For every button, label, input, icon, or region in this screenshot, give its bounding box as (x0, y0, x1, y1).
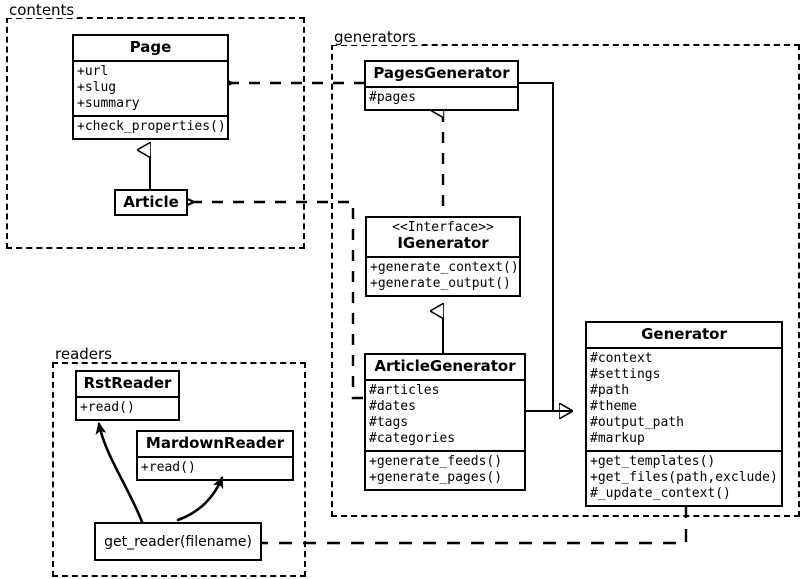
class-methods-mardown-reader: +read() (138, 456, 292, 479)
method-row: +get_templates() (590, 454, 716, 469)
class-attributes-generator: #context #settings #path #theme #output_… (587, 347, 781, 450)
class-name-rst-reader: RstReader (83, 374, 172, 392)
class-name-igenerator-text: IGenerator (397, 234, 489, 252)
method-row: +generate_context() (370, 260, 519, 275)
class-name-igenerator: <<Interface>> IGenerator (367, 218, 519, 256)
class-box-pages-generator[interactable]: PagesGenerator #pages (364, 60, 519, 111)
class-box-article-generator[interactable]: ArticleGenerator #articles #dates #tags … (364, 353, 526, 491)
attribute-row: #categories (369, 431, 456, 446)
class-box-page[interactable]: Page +url +slug +summary +check_properti… (72, 34, 229, 140)
package-readers (52, 362, 306, 577)
class-box-igenerator[interactable]: <<Interface>> IGenerator +generate_conte… (365, 216, 521, 297)
class-box-mardown-reader[interactable]: MardownReader +read() (136, 430, 294, 481)
attribute-row: #markup (590, 431, 645, 446)
attribute-row: +summary (77, 96, 140, 111)
method-row: #_update_context() (590, 486, 731, 501)
class-methods-page: +check_properties() (74, 115, 227, 138)
class-box-rst-reader[interactable]: RstReader +read() (75, 370, 180, 421)
attribute-row: #context (590, 351, 653, 366)
class-box-generator[interactable]: Generator #context #settings #path #them… (585, 321, 783, 507)
package-readers-label: readers (52, 346, 115, 362)
class-name-article: Article (123, 193, 179, 211)
attribute-row: #tags (369, 415, 409, 430)
class-box-get-reader[interactable]: get_reader(filename) (94, 522, 262, 561)
class-methods-generator: +get_templates() +get_files(path,exclude… (587, 450, 781, 505)
class-attributes-article-generator: #articles #dates #tags #categories (366, 379, 524, 450)
attribute-row: #articles (369, 383, 440, 398)
attribute-row: +url (77, 64, 109, 79)
method-row: +get_files(path,exclude) (590, 470, 778, 485)
class-box-article[interactable]: Article (114, 189, 188, 216)
class-methods-igenerator: +generate_context() +generate_output() (367, 256, 519, 295)
attribute-row: +slug (77, 80, 117, 95)
attribute-row: #path (590, 383, 630, 398)
package-contents (6, 17, 305, 249)
class-name-mardown-reader: MardownReader (145, 434, 285, 452)
attribute-row: #output_path (590, 415, 684, 430)
class-methods-article-generator: +generate_feeds() +generate_pages() (366, 450, 524, 489)
attribute-row: #theme (590, 399, 637, 414)
class-methods-rst-reader: +read() (77, 396, 178, 419)
class-name-page: Page (129, 38, 172, 56)
attribute-row: #pages (369, 90, 416, 105)
class-name-pages-generator: PagesGenerator (373, 64, 510, 82)
package-generators-label: generators (331, 29, 419, 45)
class-name-article-generator: ArticleGenerator (374, 357, 516, 375)
package-contents-label: contents (6, 2, 78, 18)
class-attributes-pages-generator: #pages (366, 86, 517, 109)
class-stereotype-igenerator: <<Interface>> (392, 220, 494, 235)
class-attributes-page: +url +slug +summary (74, 60, 227, 115)
class-name-generator: Generator (641, 325, 727, 343)
method-row: +read() (80, 400, 135, 415)
attribute-row: #settings (590, 367, 661, 382)
method-row: +read() (141, 460, 196, 475)
method-row: +generate_feeds() (369, 454, 503, 469)
function-name-get-reader: get_reader(filename) (104, 533, 252, 550)
method-row: +generate_output() (370, 276, 511, 291)
attribute-row: #dates (369, 399, 416, 414)
method-row: +check_properties() (77, 119, 226, 134)
method-row: +generate_pages() (369, 470, 503, 485)
